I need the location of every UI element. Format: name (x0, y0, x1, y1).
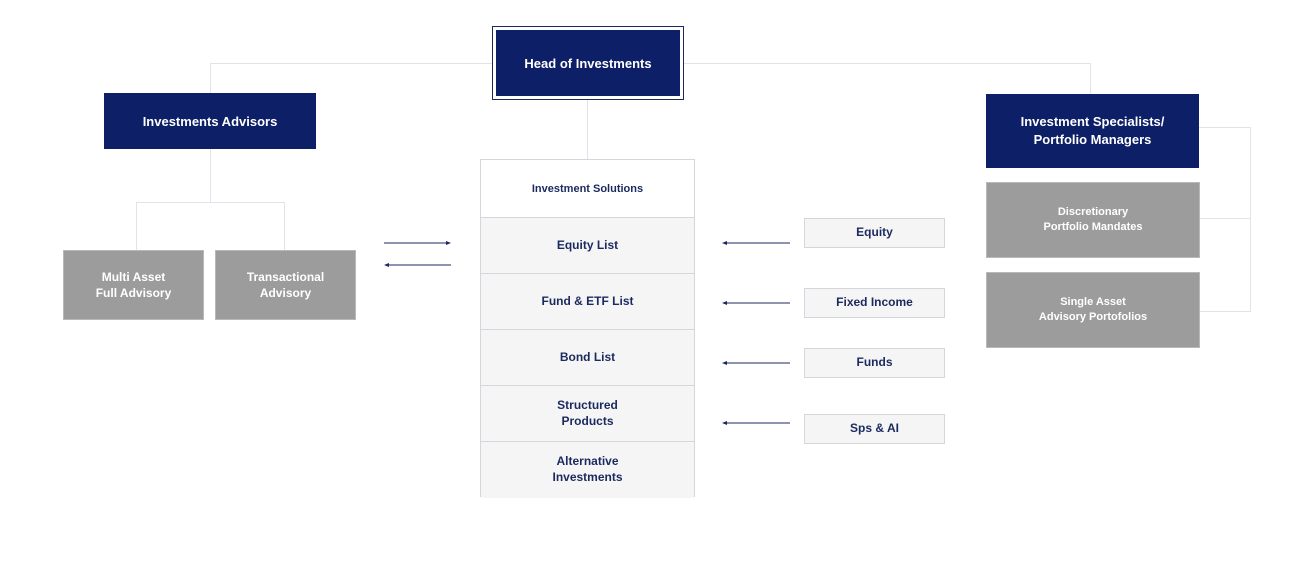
source-sps-ai-box: Sps & AI (804, 414, 945, 444)
source-equity-box: Equity (804, 218, 945, 248)
solution-item-structured-products: Structured Products (481, 386, 694, 442)
solution-item-fund-etf-list: Fund & ETF List (481, 274, 694, 330)
arrow-equity (722, 241, 790, 245)
connector-specialists-top (1199, 127, 1251, 128)
connector-specialists-vertical (1250, 127, 1251, 312)
solution-item-alternative-investments: Alternative Investments (481, 442, 694, 498)
head-of-investments-label: Head of Investments (496, 30, 680, 96)
investment-solutions-list: Investment Solutions Equity List Fund & … (480, 159, 695, 498)
investment-specialists-box: Investment Specialists/ Portfolio Manage… (986, 94, 1199, 168)
investment-solutions-title: Investment Solutions (481, 160, 694, 218)
arrow-to-solutions (384, 241, 451, 245)
connector-specialists-bottom (1199, 311, 1251, 312)
arrow-funds (722, 361, 790, 365)
connector-head-down (587, 99, 588, 159)
arrow-fixed-income (722, 301, 790, 305)
head-of-investments-box: Head of Investments (492, 26, 684, 100)
investments-advisors-box: Investments Advisors (104, 93, 316, 149)
arrow-sps-ai (722, 421, 790, 425)
multi-asset-box: Multi Asset Full Advisory (63, 250, 204, 320)
connector-head-left (210, 63, 494, 64)
connector-branch-left (136, 202, 137, 250)
connector-advisors-branch (136, 202, 285, 203)
transactional-advisory-box: Transactional Advisory (215, 250, 356, 320)
connector-branch-right (284, 202, 285, 250)
connector-advisors-down (210, 149, 211, 202)
connector-head-right (682, 63, 1091, 64)
source-fixed-income-box: Fixed Income (804, 288, 945, 318)
single-asset-portfolios-box: Single Asset Advisory Portofolios (986, 272, 1200, 348)
solution-item-equity-list: Equity List (481, 218, 694, 274)
connector-specialists-mid (1199, 218, 1251, 219)
solution-item-bond-list: Bond List (481, 330, 694, 386)
discretionary-mandates-box: Discretionary Portfolio Mandates (986, 182, 1200, 258)
source-funds-box: Funds (804, 348, 945, 378)
connector-left-drop (210, 63, 211, 93)
connector-right-drop (1090, 63, 1091, 94)
arrow-to-advisors (384, 263, 451, 267)
